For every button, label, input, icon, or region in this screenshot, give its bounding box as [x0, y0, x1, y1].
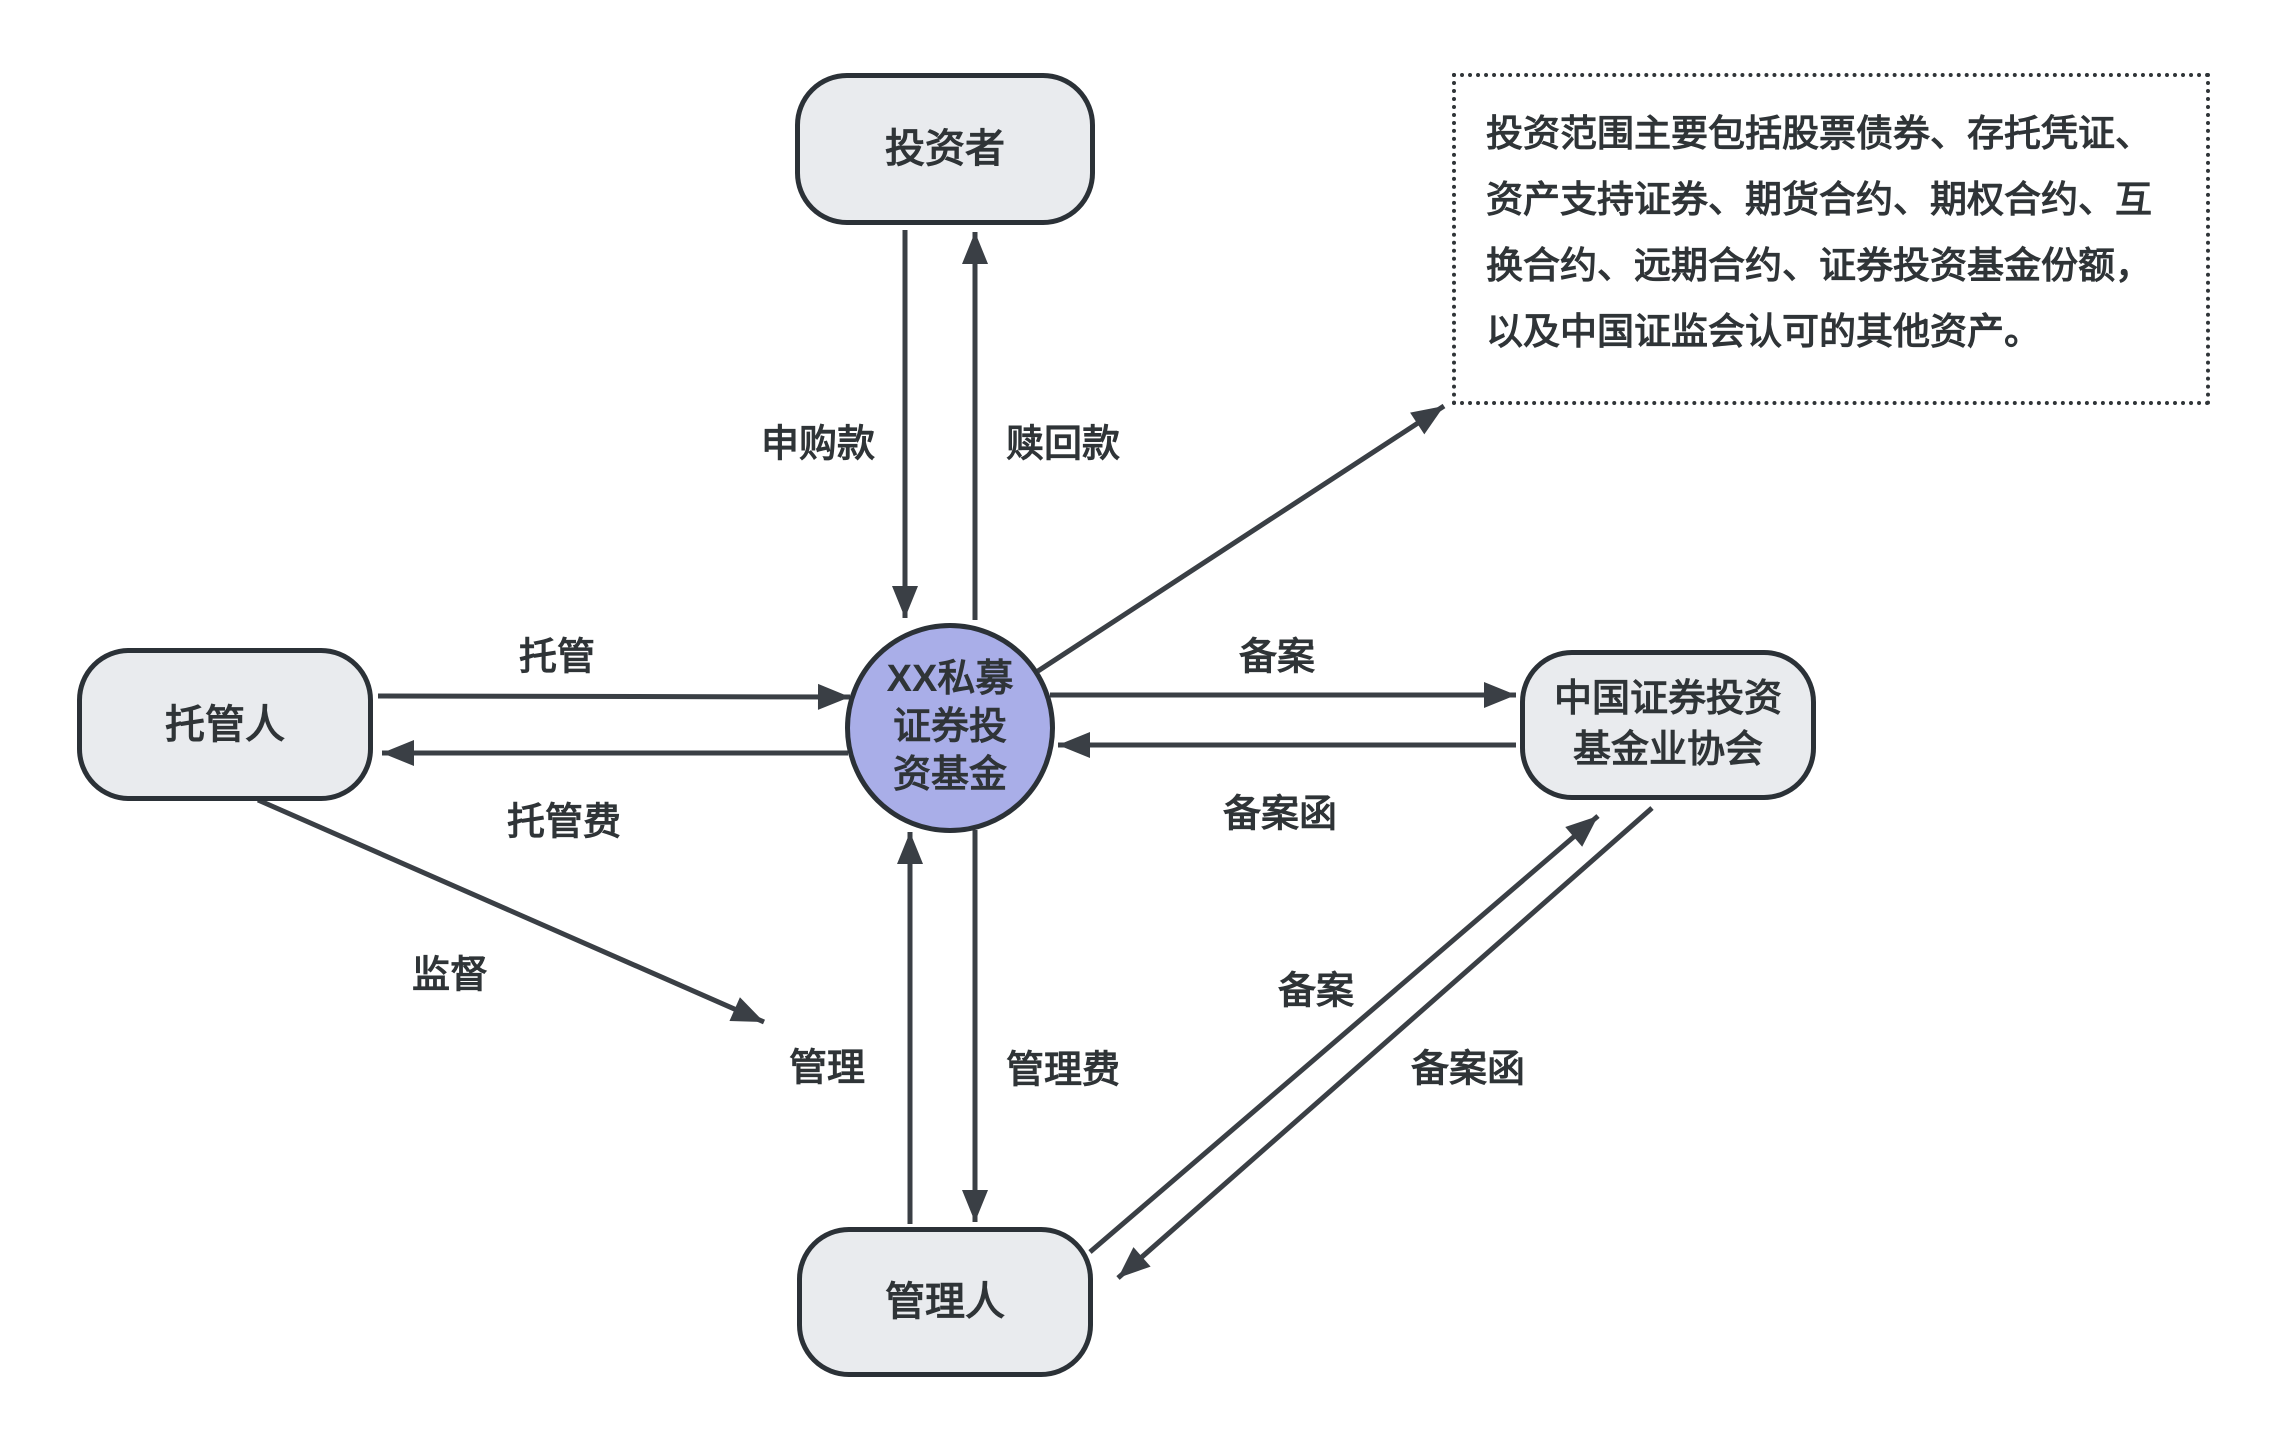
node-fund-label-line2: 证券投: [892, 706, 1007, 749]
edge-manager-filing: [1088, 814, 1600, 1254]
node-fund: XX私募 证券投 资基金: [845, 623, 1055, 833]
edge-supervision: [256, 797, 766, 1025]
label-fund-filing-letter: 备案函: [1222, 793, 1338, 836]
edge-manager-filing-letter: [1116, 806, 1654, 1280]
node-custodian-label: 托管人: [165, 702, 285, 747]
label-redemption: 赎回款: [1005, 423, 1121, 466]
node-investor-label: 投资者: [885, 127, 1005, 171]
label-subscription: 申购款: [760, 423, 876, 466]
node-custodian: 托管人: [77, 648, 373, 801]
label-custody-fee: 托管费: [506, 801, 622, 844]
node-fund-label-line1: XX私募: [886, 658, 1014, 701]
edge-investment-scope: [1036, 403, 1446, 674]
investment-scope-text: 投资范围主要包括股票债券、存托凭证、资产支持证券、期货合约、期权合约、互换合约、…: [1486, 113, 2152, 352]
label-manager-filing: 备案: [1277, 970, 1355, 1013]
node-association-label-line2: 基金业协会: [1572, 729, 1763, 771]
node-manager-label: 管理人: [885, 1280, 1005, 1324]
edge-custody: [377, 683, 851, 710]
label-supervision: 监督: [411, 954, 489, 997]
label-manager-filing-letter: 备案函: [1410, 1048, 1526, 1091]
label-fund-filing: 备案: [1238, 636, 1316, 679]
label-management-fee: 管理费: [1005, 1049, 1121, 1092]
node-investor: 投资者: [795, 73, 1095, 225]
node-fund-label-line3: 资基金: [892, 753, 1007, 796]
label-custody: 托管: [518, 636, 596, 679]
node-association: 中国证券投资 基金业协会: [1520, 650, 1816, 800]
node-association-label-line1: 中国证券投资: [1553, 677, 1782, 720]
node-manager: 管理人: [797, 1227, 1093, 1377]
investment-scope-note: 投资范围主要包括股票债券、存托凭证、资产支持证券、期货合约、期权合约、互换合约、…: [1452, 73, 2210, 405]
label-management: 管理: [788, 1047, 866, 1090]
